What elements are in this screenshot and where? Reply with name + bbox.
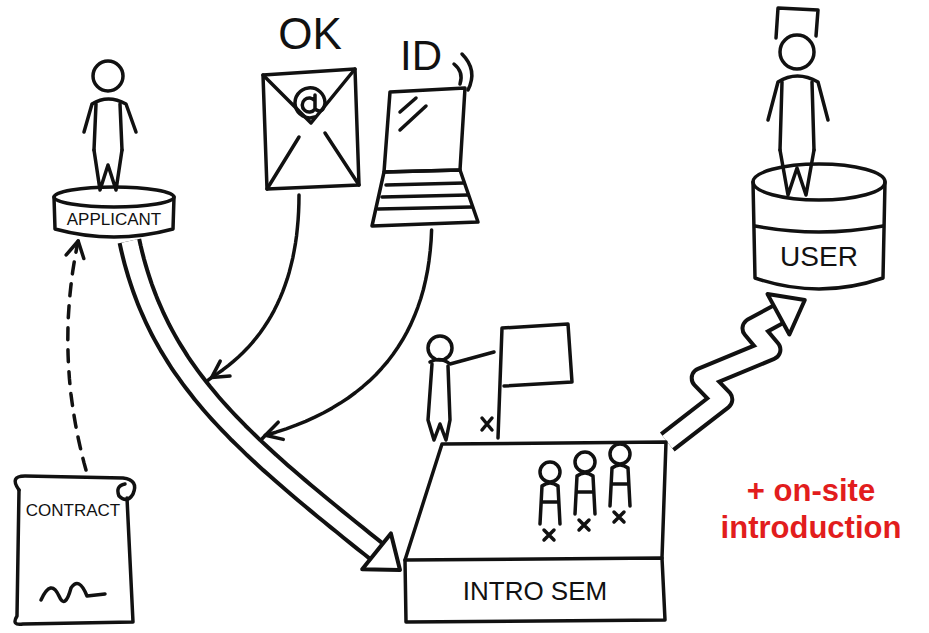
sketch-stroke [614,512,624,522]
sketch-stroke [400,98,426,130]
sketch-stroke [41,584,105,602]
connector [129,241,400,570]
sketch-stroke [454,54,472,90]
sketch-stroke [372,170,478,226]
sketch-stroke [540,462,560,482]
sketch-stroke [579,520,589,530]
applicant-pedestal: APPLICANT [50,185,178,241]
flow-arrow-head [768,294,805,334]
connector [667,294,805,442]
sketch-stroke [54,187,174,207]
laptop-icon: ID [370,30,482,230]
sketch-stroke [755,226,883,232]
sketch-stroke [544,530,554,540]
pedestal-label: USER [780,242,858,273]
intro-seminar-stage: INTRO SEM [400,320,670,625]
sketch-stroke [295,88,325,118]
scroll-label: CONTRACT [26,502,120,521]
sketch-stroke [54,197,174,237]
laptop-heading: ID [400,33,442,79]
sketch-stroke [498,324,572,438]
flow-arrow-outline [129,241,376,551]
contract-scroll-outline [5,470,140,628]
sketch-stroke [384,88,465,172]
sketch-stroke [405,442,666,560]
scroll-label-box: CONTRACT [23,496,123,526]
flow-arrow-fill [667,314,778,442]
sketch-stroke [93,61,123,91]
stage-label: INTRO SEM [463,577,607,606]
stage-label-box: INTRO SEM [412,566,658,616]
user-pedestal-outline [748,160,890,300]
arrow-head [212,361,230,377]
sketch-stroke [378,183,472,209]
sketch-stroke [428,336,452,360]
sketch-stroke [575,473,595,514]
connector [66,241,86,470]
sketch-stroke [267,133,359,189]
sketch-stroke [780,150,814,195]
sketch-stroke [540,483,560,524]
arrow-head [265,422,283,439]
sketch-stroke [575,452,595,472]
pedestal-label: APPLICANT [67,211,161,230]
sketch-stroke [430,352,494,364]
sketch-stroke [263,69,359,189]
sketch-stroke [610,444,630,464]
sketch-stroke [405,558,665,622]
sketch-stroke [780,35,814,69]
sketch-stroke [428,364,450,440]
user-pedestal: USER [748,160,890,300]
sketch-stroke [84,99,136,132]
applicant-figure [84,61,136,190]
sketch-stroke [610,465,630,506]
sketch-stroke [15,490,133,624]
flow-arrow-fill [129,241,376,551]
laptop-heading-box: ID [392,30,450,82]
sketch-stroke [768,76,828,120]
pedestal-label-box: USER [758,240,880,274]
flow-arrow-head [362,533,400,570]
note-text: + on-site introduction [698,472,924,546]
email-envelope: OK [255,5,365,195]
envelope-heading-box: OK [270,5,350,63]
sketch-stroke [263,69,355,123]
sketch-stroke [94,104,122,150]
sketch-stroke [94,150,122,190]
pedestal-label-box: APPLICANT [58,207,170,233]
flow-arrow-outline [667,314,778,442]
sketch-stroke [780,82,814,150]
arrow-line [265,230,431,435]
arrow-line [212,195,299,377]
contract-scroll: CONTRACT [5,470,140,628]
sketch-stroke [753,182,885,289]
arrow-head [66,241,84,259]
sketch-stroke [15,476,134,500]
dashed-arrow-line [68,241,86,470]
envelope-heading: OK [278,10,342,58]
sketch-stroke [482,418,492,430]
sketch-stroke [753,164,885,200]
